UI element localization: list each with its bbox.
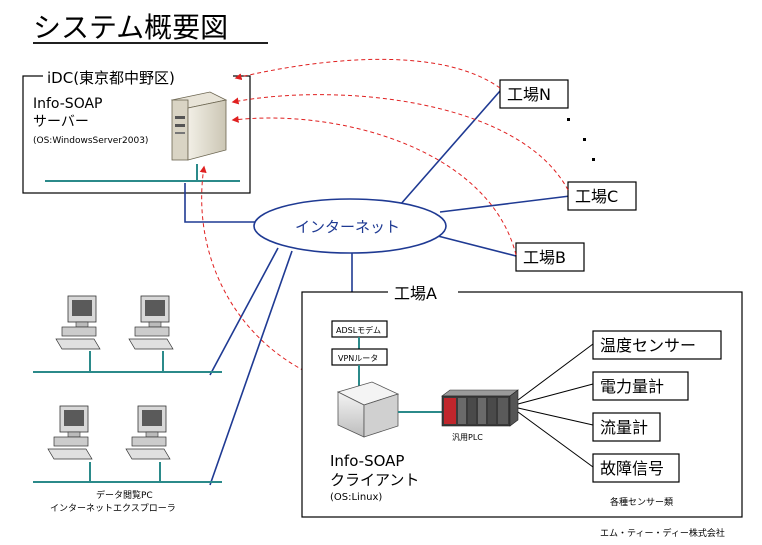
vpn-arrows xyxy=(199,58,569,383)
factory-b-label: 工場B xyxy=(523,248,566,267)
internet-label: インターネット xyxy=(295,218,400,236)
server-name-1: Info-SOAP xyxy=(33,96,103,112)
footer-company: エム・ティー・ディー株式会社 xyxy=(600,527,725,539)
continuation-dots xyxy=(567,118,595,161)
pc-icon xyxy=(47,405,93,460)
client-name-1: Info-SOAP xyxy=(330,452,404,470)
network-lines xyxy=(184,90,571,486)
client-name-2: クライアント xyxy=(330,471,419,489)
factory-n-label: 工場N xyxy=(507,85,551,104)
page-title: システム概要図 xyxy=(33,11,228,44)
server-name-2: サーバー xyxy=(33,114,89,130)
sensor-box xyxy=(592,412,661,442)
sensor-label: 流量計 xyxy=(600,418,648,437)
pc-icon xyxy=(128,295,174,350)
modem-label: ADSLモデム xyxy=(336,325,381,335)
pc-caption-1: データ閲覧PC xyxy=(96,489,153,501)
sensor-label: 電力量計 xyxy=(600,377,664,396)
router-label: VPNルータ xyxy=(338,354,378,363)
sensor-label: 温度センサー xyxy=(600,336,696,355)
factory-n: 工場N xyxy=(499,79,569,109)
client-machine-icon xyxy=(336,381,400,438)
pc-icon xyxy=(55,295,101,350)
pc-group-2 xyxy=(33,405,222,483)
server-os: (OS:WindowsServer2003) xyxy=(33,136,148,146)
factory-a-label: 工場A xyxy=(394,284,437,303)
plc-label: 汎用PLC xyxy=(452,433,483,442)
factory-c-label: 工場C xyxy=(575,187,618,206)
sensors-caption: 各種センサー類 xyxy=(610,496,673,508)
factory-b: 工場B xyxy=(515,242,585,272)
pc-caption-2: インターネットエクスプローラ xyxy=(50,503,176,514)
plc-icon xyxy=(441,389,519,427)
sensor-box xyxy=(592,371,689,401)
pc-icon xyxy=(125,405,171,460)
server-icon xyxy=(170,91,228,161)
pc-group-1 xyxy=(33,295,222,373)
factory-a-frame: 工場A ADSLモデム VPNルータ 汎用PLC xyxy=(301,282,743,518)
client-os: (OS:Linux) xyxy=(330,492,382,503)
sensor-box xyxy=(592,453,680,483)
sensor-label: 故障信号 xyxy=(600,459,664,478)
idc-label: iDC(東京都中野区) xyxy=(47,69,175,87)
sensor-box xyxy=(592,330,722,360)
factory-c: 工場C xyxy=(567,181,637,211)
internet-cloud xyxy=(253,198,447,254)
